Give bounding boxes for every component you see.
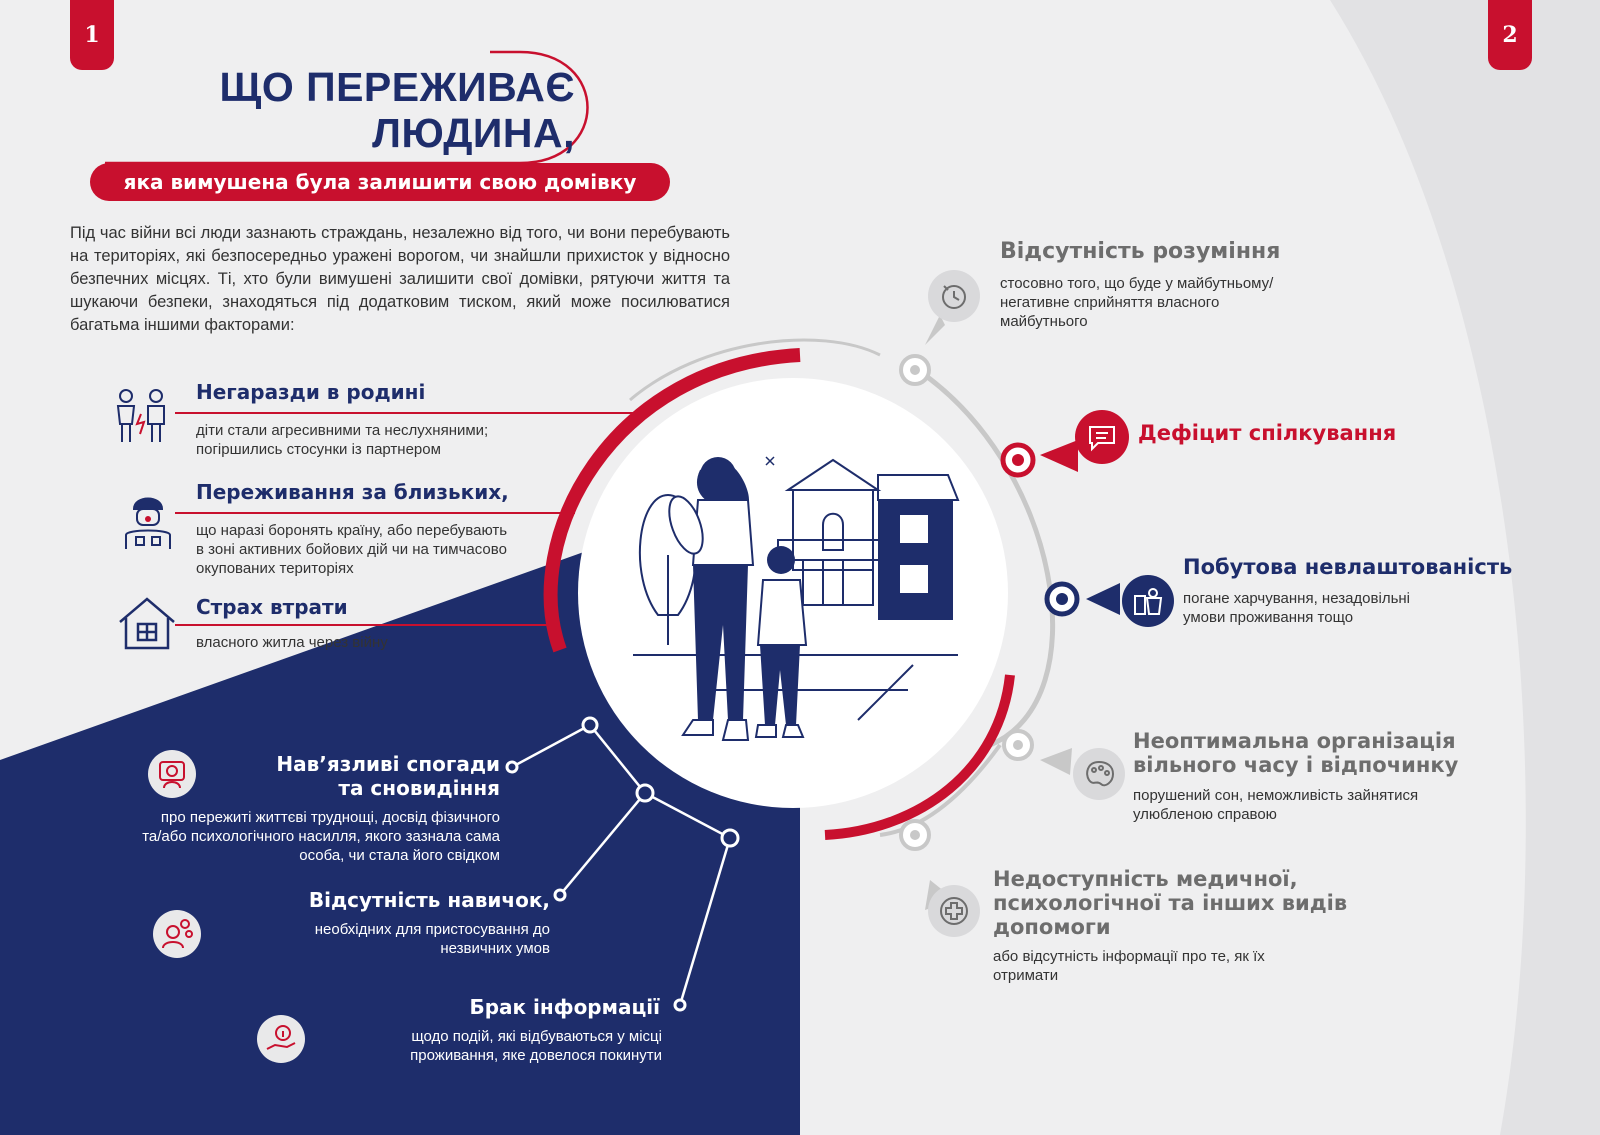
arrow-pointer-2 bbox=[1040, 440, 1078, 472]
item-relatives-heading: Переживання за близьких, bbox=[196, 480, 509, 504]
arrow-pointer-4 bbox=[1040, 748, 1072, 775]
right-grey-arc bbox=[908, 362, 1056, 748]
red-arc-right bbox=[824, 674, 1015, 840]
constellation-nodes bbox=[505, 716, 740, 1012]
intro-paragraph: Під час війни всі люди зазнають страждан… bbox=[70, 224, 730, 334]
page-number-right: 2 bbox=[1488, 0, 1532, 70]
page-number-left: 1 bbox=[70, 0, 114, 70]
arrow-pointer-3 bbox=[1086, 583, 1120, 615]
item-leisure-desc: порушений сон, неможливість зайнятися ул… bbox=[1133, 786, 1418, 824]
palette-icon bbox=[1073, 748, 1125, 800]
item-medical-desc-line: або відсутність інформації про те, як їх bbox=[993, 948, 1265, 965]
item-household-heading: Побутова невлаштованість bbox=[1183, 555, 1513, 579]
item-household-desc: погане харчування, незадовільні умови пр… bbox=[1183, 589, 1410, 627]
nightmare-icon bbox=[148, 750, 196, 798]
item-memories-desc-line: особа, чи стала його свідком bbox=[299, 847, 500, 864]
item-future-desc: стосовно того, що буде у майбутньому/ не… bbox=[1000, 274, 1273, 331]
item-info-heading: Брак інформації bbox=[469, 995, 660, 1019]
item-relatives-desc-line: що наразі боронять країну, або перебуваю… bbox=[196, 522, 508, 539]
item-loss-desc: власного житла через війну bbox=[196, 634, 388, 651]
item-relatives-desc: що наразі боронять країну, або перебуваю… bbox=[196, 521, 507, 578]
bottom-grey-arc bbox=[879, 743, 1002, 837]
item-memories-heading-line: Нав’язливі спогади bbox=[276, 752, 500, 776]
item-future-desc-line: майбутнього bbox=[1000, 313, 1088, 330]
item-future-heading: Відсутність розуміння bbox=[1000, 239, 1281, 264]
item-family-desc: діти стали агресивними та неслухняними; … bbox=[196, 421, 488, 459]
item-medical-heading-line: допомоги bbox=[993, 915, 1111, 939]
item-loss-heading: Страх втрати bbox=[196, 595, 348, 619]
item-leisure-heading: Неоптимальна організація вільного часу і… bbox=[1133, 729, 1458, 777]
right-grey-band bbox=[1330, 0, 1600, 1135]
confused-person-icon bbox=[153, 910, 201, 958]
item-skills-heading: Відсутність навичок, bbox=[308, 888, 550, 912]
item-leisure-heading-line: Неоптимальна організація bbox=[1133, 729, 1456, 753]
item-memories-heading-line: та сновидіння bbox=[338, 776, 500, 800]
item-household-desc-line: умови проживання тощо bbox=[1183, 609, 1354, 626]
red-arc-left bbox=[543, 348, 801, 653]
medical-cross-icon bbox=[928, 885, 980, 937]
arrow-pointer-1 bbox=[925, 315, 945, 345]
item-leisure-desc-line: порушений сон, неможливість зайнятися bbox=[1133, 787, 1419, 804]
family-house-illustration bbox=[633, 456, 960, 741]
item-skills-desc-line: необхідних для пристосування до bbox=[314, 921, 550, 938]
page-title: ЩО ПЕРЕЖИВАЄ ЛЮДИНА, bbox=[180, 64, 575, 156]
item-medical-heading-line: психологічної та інших видів bbox=[993, 891, 1348, 915]
title-curve bbox=[105, 50, 589, 165]
house-icon bbox=[119, 597, 175, 650]
item-medical-desc: або відсутність інформації про те, як їх… bbox=[993, 947, 1265, 985]
item-memories-heading: Нав’язливі спогади та сновидіння bbox=[240, 752, 500, 800]
clock-icon bbox=[928, 270, 980, 322]
item-family-desc-line: діти стали агресивними та неслухняними; bbox=[196, 422, 489, 439]
item-communication-heading: Дефіцит спілкування bbox=[1138, 421, 1397, 445]
item-medical-desc-line: отримати bbox=[993, 967, 1059, 984]
item-leisure-desc-line: улюбленою справою bbox=[1133, 806, 1277, 823]
title-line-2: ЛЮДИНА, bbox=[372, 110, 575, 156]
family-conflict-icon bbox=[116, 389, 165, 442]
top-grey-arc bbox=[629, 338, 881, 402]
title-line-1: ЩО ПЕРЕЖИВАЄ bbox=[219, 64, 575, 110]
item-future-desc-line: негативне сприйняття власного bbox=[1000, 294, 1220, 311]
item-relatives-desc-line: окупованих територіях bbox=[196, 560, 354, 577]
item-future-desc-line: стосовно того, що буде у майбутньому/ bbox=[1000, 275, 1274, 292]
item-skills-desc-line: незвичних умов bbox=[440, 940, 550, 957]
item-household-desc-line: погане харчування, незадовільні bbox=[1183, 590, 1411, 607]
soldier-icon bbox=[125, 497, 171, 549]
item-memories-desc: про пережиті життєві труднощі, досвід фі… bbox=[100, 808, 500, 865]
item-memories-desc-line: та/або психологічного насилля, якого заз… bbox=[142, 828, 500, 845]
subtitle-banner: яка вимушена була залишити свою домівку bbox=[90, 163, 670, 201]
chat-icon bbox=[1075, 410, 1129, 464]
groceries-icon bbox=[1122, 575, 1174, 627]
item-medical-heading: Недоступність медичної, психологічної та… bbox=[993, 867, 1347, 939]
item-relatives-desc-line: в зоні активних бойових дій чи на тимчас… bbox=[196, 541, 507, 558]
item-info-desc: щодо подій, які відбуваються у місці про… bbox=[340, 1027, 662, 1065]
item-leisure-heading-line: вільного часу і відпочинку bbox=[1133, 753, 1459, 777]
item-family-desc-line: погіршились стосунки із партнером bbox=[196, 441, 441, 458]
info-hand-icon bbox=[257, 1015, 305, 1063]
item-info-desc-line: щодо подій, які відбуваються у місці bbox=[411, 1028, 662, 1045]
constellation-line-a bbox=[511, 723, 647, 896]
item-medical-heading-line: Недоступність медичної, bbox=[993, 867, 1298, 891]
item-memories-desc-line: про пережиті життєві труднощі, досвід фі… bbox=[160, 809, 500, 826]
item-info-desc-line: проживання, яке довелося покинути bbox=[410, 1047, 662, 1064]
item-family-heading: Негаразди в родині bbox=[196, 380, 426, 404]
item-skills-desc: необхідних для пристосування до незвични… bbox=[250, 920, 550, 958]
